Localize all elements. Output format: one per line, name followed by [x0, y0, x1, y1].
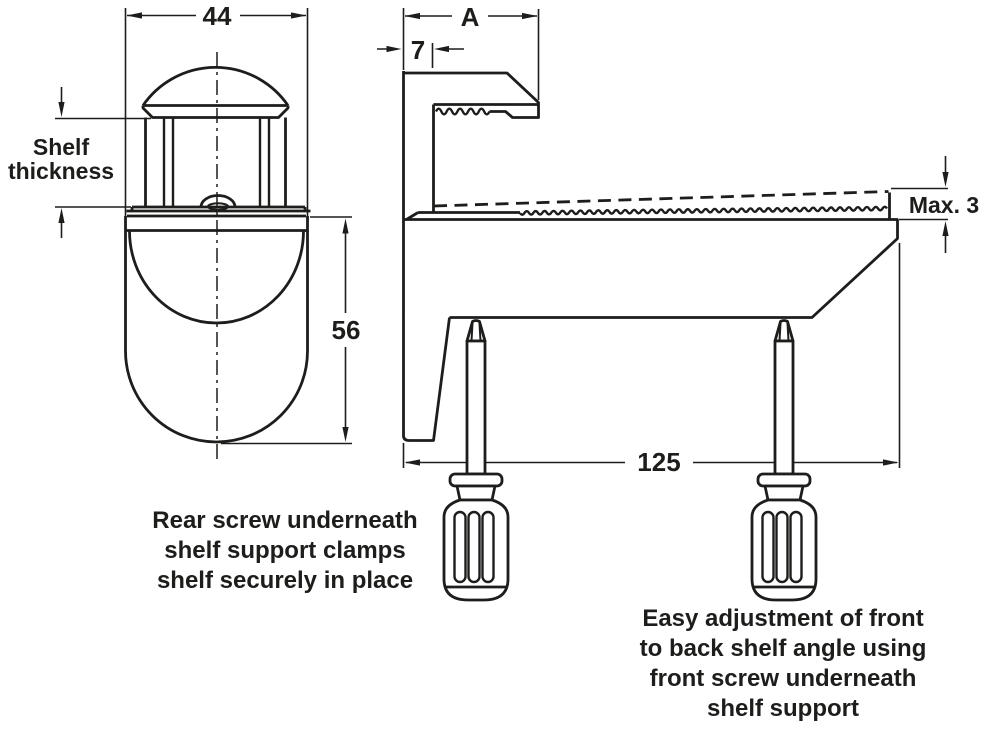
- shelf-pad-serration: [518, 205, 888, 216]
- screwdriver-tip-flutes: [470, 322, 482, 342]
- support-inner-arc: [128, 230, 305, 325]
- dimension-support-height: 56: [331, 315, 361, 345]
- cap-dome: [141, 65, 290, 107]
- clamp-arm-serration: [434, 107, 491, 116]
- cap-band: [141, 104, 290, 119]
- dimension-arrowheads: [58, 12, 949, 466]
- screwdriver-front: [750, 319, 818, 602]
- support-flange: [126, 205, 311, 213]
- dimension-overhang-a: A: [460, 2, 480, 32]
- bracket-underside: [449, 219, 899, 319]
- extension-lines: [55, 8, 948, 468]
- caption-line: shelf support: [706, 695, 859, 722]
- rear-screw-head: [199, 194, 237, 208]
- clamp-arm: [403, 71, 540, 119]
- dimension-max-tilt: Max. 3: [908, 192, 980, 218]
- caption-line: to back shelf angle using: [639, 635, 927, 662]
- caption-line: Rear screw underneath: [152, 507, 418, 534]
- front-view-outline: [124, 65, 311, 444]
- caption-line: front screw underneath: [649, 665, 917, 692]
- screwdriver-ferrule: [448, 472, 504, 488]
- shelf-thickness-line1: Shelf: [32, 134, 90, 160]
- screwdrivers: [442, 319, 818, 602]
- support-body: [124, 214, 309, 444]
- screwdriver-neck: [455, 484, 497, 502]
- max-tilt-dashed-line: [433, 190, 889, 208]
- screwdriver-tip: [465, 319, 487, 343]
- dimension-lines: [60, 14, 947, 464]
- dimension-shelf-thickness: Shelf thickness: [0, 134, 136, 184]
- dimension-clamp-width: 44: [202, 1, 232, 31]
- shelf-thickness-line2: thickness: [7, 157, 115, 184]
- side-view-outline: [402, 71, 899, 442]
- screwdriver-rear: [442, 319, 510, 602]
- caption-line: Easy adjustment of front: [642, 605, 924, 632]
- caption-rear-screw: Rear screw underneath shelf support clam…: [110, 506, 460, 596]
- screwdriver-handle-flutes: [453, 510, 495, 584]
- screwdriver-shaft: [465, 339, 487, 476]
- caption-line: shelf securely in place: [156, 567, 414, 594]
- clamp-inner-walls: [162, 118, 271, 207]
- clamp-walls: [144, 117, 287, 207]
- dimension-plate-thickness: 7: [410, 35, 426, 65]
- shelf-pad-top: [404, 192, 898, 221]
- screwdriver-handle: [442, 498, 510, 602]
- back-plate-and-foot: [402, 71, 451, 442]
- caption-front-screw: Easy adjustment of front to back shelf a…: [608, 604, 958, 724]
- caption-line: shelf support clamps: [164, 537, 406, 564]
- dimension-support-depth: 125: [637, 447, 681, 477]
